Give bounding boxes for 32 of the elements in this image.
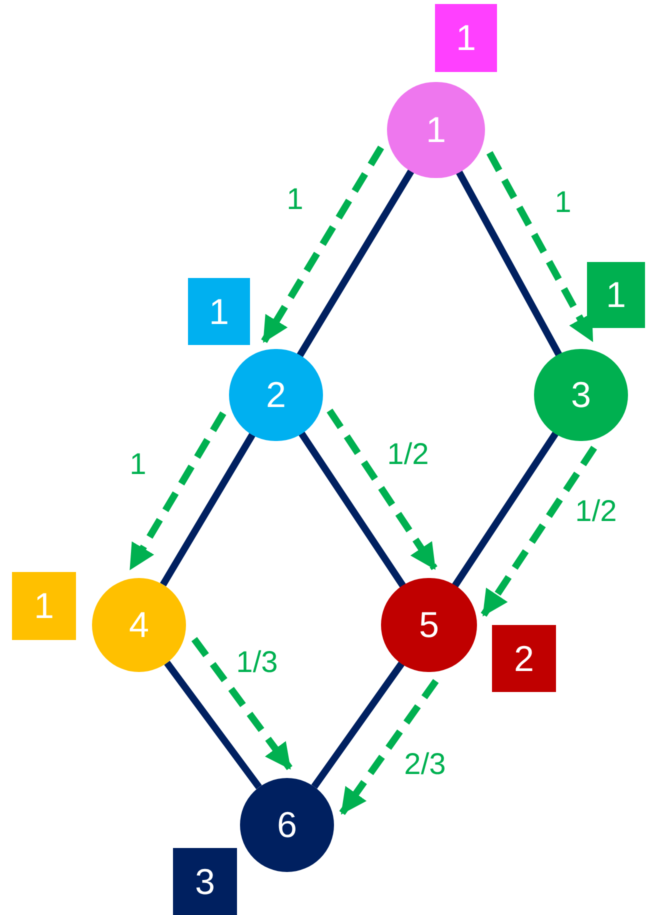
node-number: 4 bbox=[128, 607, 150, 643]
connector-line bbox=[311, 661, 405, 789]
connector-line bbox=[164, 660, 262, 790]
connector-line bbox=[160, 432, 256, 586]
dashed-arrow bbox=[128, 411, 226, 570]
node-number: 6 bbox=[276, 807, 298, 843]
node-number: 3 bbox=[194, 864, 216, 900]
node-number: 1 bbox=[456, 20, 476, 56]
dashed-arrow bbox=[191, 637, 292, 770]
node-number: 1 bbox=[208, 294, 230, 330]
connector-line bbox=[452, 431, 559, 588]
count-square bbox=[492, 625, 556, 692]
connector-line bbox=[296, 169, 414, 358]
node-number: 1 bbox=[34, 588, 54, 624]
node-number: 1 bbox=[606, 277, 626, 313]
dashed-arrow bbox=[339, 678, 439, 816]
count-square bbox=[435, 4, 497, 72]
connector-line bbox=[456, 170, 562, 356]
node-number: 2 bbox=[266, 377, 286, 413]
count-square bbox=[173, 848, 237, 915]
node-number: 5 bbox=[418, 607, 440, 643]
node-number: 1 bbox=[426, 112, 446, 148]
dashed-arrow bbox=[480, 446, 598, 617]
dashed-arrow bbox=[486, 151, 596, 342]
node-number: 2 bbox=[514, 640, 534, 676]
count-square bbox=[12, 572, 76, 640]
count-square bbox=[188, 278, 250, 345]
node-number: 3 bbox=[570, 377, 592, 413]
connector-line bbox=[298, 431, 406, 588]
count-square bbox=[587, 262, 645, 328]
dashed-arrow bbox=[326, 408, 438, 570]
dashed-arrow bbox=[261, 146, 384, 343]
